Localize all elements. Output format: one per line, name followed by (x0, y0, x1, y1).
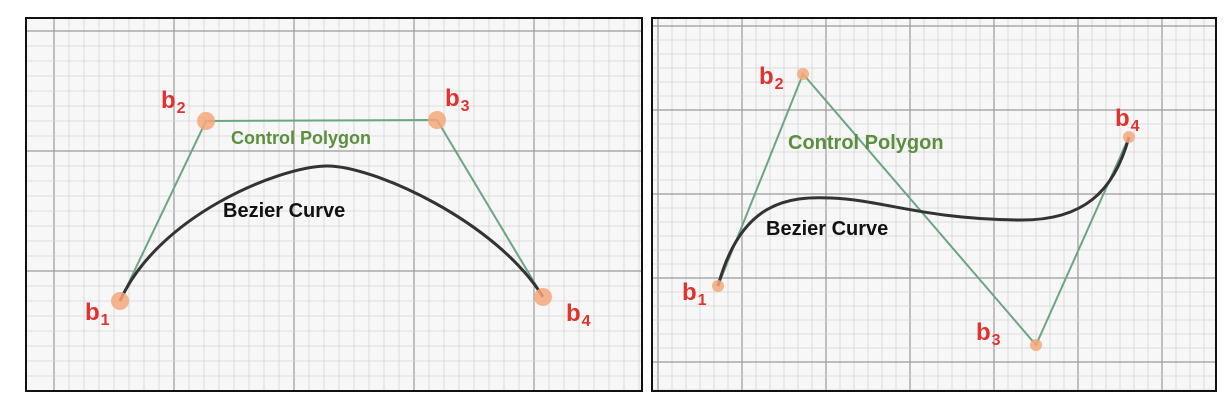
diagram-panel-right: b1 b2 b3 b4 Control Polygon Bezier Curve (651, 17, 1217, 392)
point-label-b2-left: b2 (161, 87, 186, 117)
control-point-b4-left (534, 288, 552, 306)
point-label-b2-right: b2 (759, 63, 784, 93)
point-label-b1-left: b1 (85, 299, 110, 329)
control-polygon-label-left: Control Polygon (231, 128, 371, 148)
point-label-b4-left: b4 (566, 300, 591, 330)
point-label-b3-left: b3 (445, 85, 470, 115)
control-polygon-label-right: Control Polygon (788, 132, 944, 154)
bezier-curve-label-left: Bezier Curve (223, 200, 346, 222)
point-label-b1-right: b1 (682, 279, 707, 309)
control-polygon-left (119, 118, 544, 302)
control-point-b2-right (797, 68, 809, 80)
control-point-b3-left (428, 111, 446, 129)
control-point-b1-left (111, 292, 129, 310)
control-point-b4-right (1123, 131, 1135, 143)
grid-left (27, 19, 641, 390)
bezier-curve-right (716, 136, 1131, 287)
control-point-b3-right (1030, 339, 1042, 351)
grid-right (653, 19, 1215, 390)
control-point-b1-right (712, 280, 724, 292)
control-point-b2-left (197, 112, 215, 130)
point-label-b3-right: b3 (976, 319, 1001, 349)
point-label-b4-right: b4 (1115, 105, 1140, 135)
diagram-canvas-left (27, 19, 641, 390)
bezier-curve-left (118, 164, 545, 302)
bezier-curve-label-right: Bezier Curve (766, 218, 889, 240)
control-polygon-right (717, 72, 1130, 347)
diagram-panel-left: b1 b2 b3 b4 Control Polygon Bezier Curve (25, 17, 643, 392)
diagram-canvas-right (653, 19, 1215, 390)
